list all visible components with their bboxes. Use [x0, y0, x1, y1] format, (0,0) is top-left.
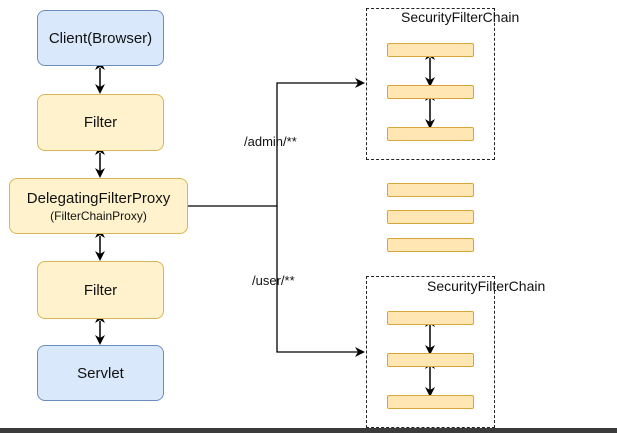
- chain-bottom-filter-1: [387, 311, 474, 325]
- chain-top-filter-1: [387, 43, 474, 57]
- filter-bottom-node: Filter: [37, 261, 164, 319]
- security-filter-chain-top: [366, 8, 495, 160]
- chain-top-filter-3: [387, 127, 474, 141]
- proxy-node: DelegatingFilterProxy (FilterChainProxy): [9, 178, 188, 234]
- chain-bottom-title: SecurityFilterChain: [427, 278, 546, 294]
- client-label: Client(Browser): [48, 29, 153, 47]
- servlet-node: Servlet: [37, 345, 164, 401]
- user-route-label: /user/**: [252, 273, 295, 288]
- filter-top-node: Filter: [37, 94, 164, 151]
- servlet-label: Servlet: [77, 364, 124, 382]
- bottom-edge-bar: [0, 428, 617, 433]
- chain-top-title: SecurityFilterChain: [401, 9, 520, 25]
- middle-filter-1: [387, 183, 474, 197]
- user-route-line: [276, 206, 365, 357]
- filter-top-label: Filter: [83, 114, 118, 131]
- middle-filter-3: [387, 238, 474, 252]
- security-filter-chain-bottom: [366, 276, 495, 428]
- chain-bottom-filter-3: [387, 395, 474, 409]
- filter-bottom-label: Filter: [83, 281, 118, 299]
- admin-route-label: /admin/**: [244, 134, 297, 149]
- chain-top-filter-2: [387, 85, 474, 99]
- client-node: Client(Browser): [37, 10, 164, 66]
- middle-filter-2: [387, 210, 474, 224]
- proxy-sub-label: (FilterChainProxy): [50, 208, 147, 223]
- proxy-label: DelegatingFilterProxy: [26, 189, 171, 207]
- admin-route-line: [188, 78, 365, 207]
- chain-bottom-filter-2: [387, 353, 474, 367]
